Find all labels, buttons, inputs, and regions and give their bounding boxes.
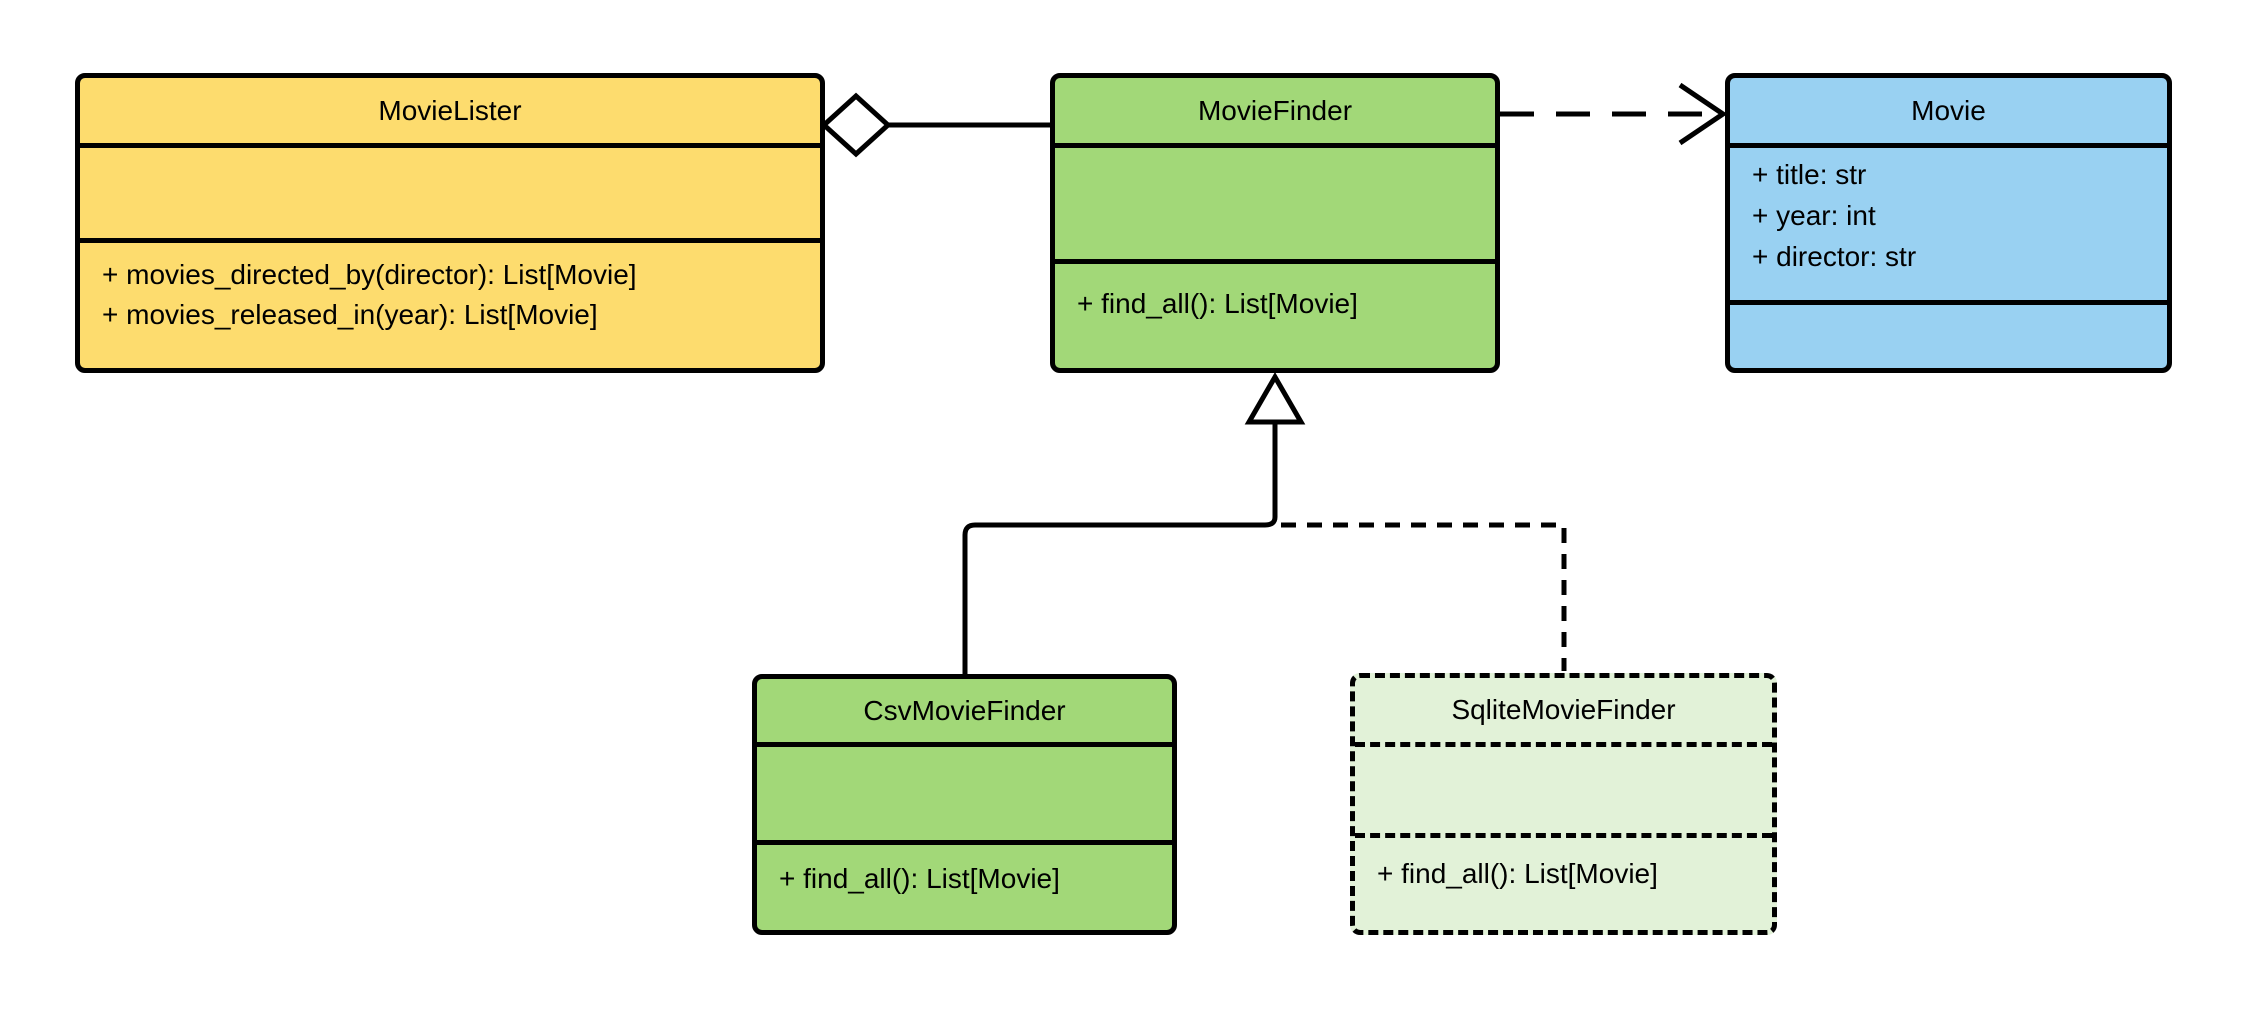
dependency-arrow (1500, 82, 1728, 146)
class-name-header: Movie (1911, 94, 1986, 126)
class-box-movie: Movie + title: str + year: int + directo… (1725, 73, 2172, 373)
inheritance-branch-solid (962, 516, 1278, 674)
class-name-header: SqliteMovieFinder (1451, 694, 1676, 725)
methods-section: + find_all(): List[Movie] (1355, 833, 1772, 930)
attributes-section (80, 143, 820, 238)
attribute-line: + year: int (1752, 200, 1876, 231)
method-line: + find_all(): List[Movie] (1377, 858, 1658, 889)
attribute-line: + title: str (1752, 159, 1867, 190)
method-line: + movies_directed_by(director): List[Mov… (102, 259, 637, 290)
inheritance-branch-dashed (1281, 522, 1567, 671)
method-line: + movies_released_in(year): List[Movie] (102, 299, 598, 330)
methods-section: + find_all(): List[Movie] (757, 840, 1172, 930)
attributes-section (757, 742, 1172, 840)
open-arrowhead (1678, 82, 1728, 146)
methods-section: + movies_directed_by(director): List[Mov… (80, 238, 820, 368)
class-name-header: MovieLister (378, 94, 522, 126)
hollow-diamond (820, 92, 892, 158)
methods-section (1730, 300, 2167, 368)
aggregation-connector (820, 92, 1050, 158)
attributes-section (1055, 143, 1495, 259)
attribute-line: + director: str (1752, 241, 1917, 272)
class-name-header: MovieFinder (1197, 94, 1353, 126)
class-box-csvmoviefinder: CsvMovieFinder + find_all(): List[Movie] (752, 674, 1177, 935)
attributes-section (1355, 742, 1772, 833)
class-box-movielister: MovieLister + movies_directed_by(directo… (75, 73, 825, 373)
inheritance-connector (962, 372, 1567, 674)
method-line: + find_all(): List[Movie] (1077, 288, 1358, 319)
class-name-header: CsvMovieFinder (863, 694, 1066, 726)
hollow-triangle (1244, 372, 1306, 425)
methods-section: + find_all(): List[Movie] (1055, 259, 1495, 368)
class-box-moviefinder: MovieFinder + find_all(): List[Movie] (1050, 73, 1500, 373)
attributes-section: + title: str + year: int + director: str (1730, 143, 2167, 300)
class-box-sqlitemoviefinder: SqliteMovieFinder + find_all(): List[Mov… (1350, 673, 1777, 935)
method-line: + find_all(): List[Movie] (779, 863, 1060, 894)
